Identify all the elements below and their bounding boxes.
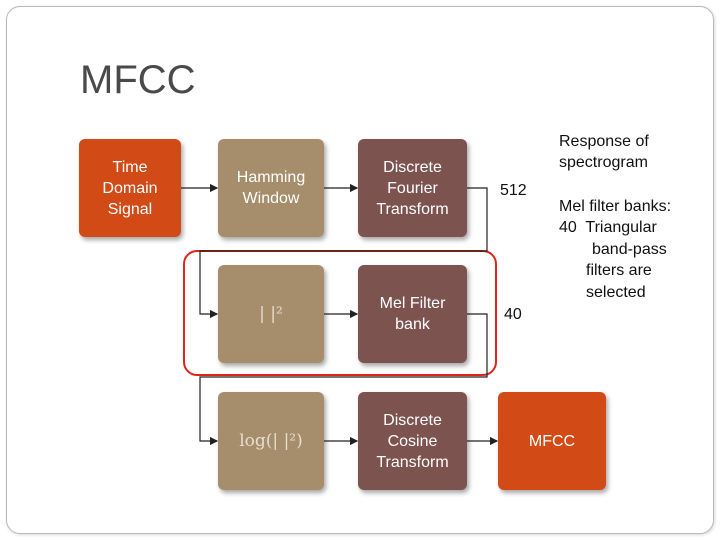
block-dct: Discrete Cosine Transform — [358, 392, 467, 490]
block-hamming-window: Hamming Window — [218, 139, 324, 237]
block-magnitude-squared-label: | |² — [259, 303, 283, 324]
block-mfcc: MFCC — [498, 392, 606, 490]
block-magnitude-squared: | |² — [218, 265, 324, 363]
block-dct-label: Discrete Cosine Transform — [376, 411, 449, 471]
block-time-domain-signal: Time Domain Signal — [79, 139, 181, 237]
label-mel-filter-banks-line5: selected — [586, 284, 646, 301]
label-mel-filter-banks-line3: band-pass — [592, 241, 667, 258]
block-log-magnitude-label: log(| |²) — [239, 430, 303, 451]
label-mel-filter-banks-line4: filters are — [586, 262, 652, 279]
block-hamming-window-label: Hamming Window — [236, 169, 306, 207]
label-dim-40: 40 — [504, 306, 522, 323]
arrow-dft-to-magnitude — [199, 187, 488, 319]
label-dim-512: 512 — [500, 182, 527, 199]
block-log-magnitude: log(| |²) — [218, 392, 324, 490]
block-dft: Discrete Fourier Transform — [358, 139, 467, 237]
label-mel-filter-banks-line2: 40 Triangular — [559, 219, 657, 236]
label-mel-filter-banks-line1: Mel filter banks: — [559, 198, 672, 215]
arrow-mel-to-log — [199, 313, 488, 446]
block-mfcc-label: MFCC — [528, 432, 576, 450]
block-mel-filter-bank-label: Mel Filter bank — [379, 295, 446, 333]
block-time-domain-signal-label: Time Domain Signal — [102, 158, 158, 218]
label-response-of-spectrogram: Response of spectrogram — [559, 133, 649, 171]
slide-title: MFCC — [80, 58, 196, 102]
block-mel-filter-bank: Mel Filter bank — [358, 265, 467, 363]
block-dft-label: Discrete Fourier Transform — [376, 158, 449, 218]
